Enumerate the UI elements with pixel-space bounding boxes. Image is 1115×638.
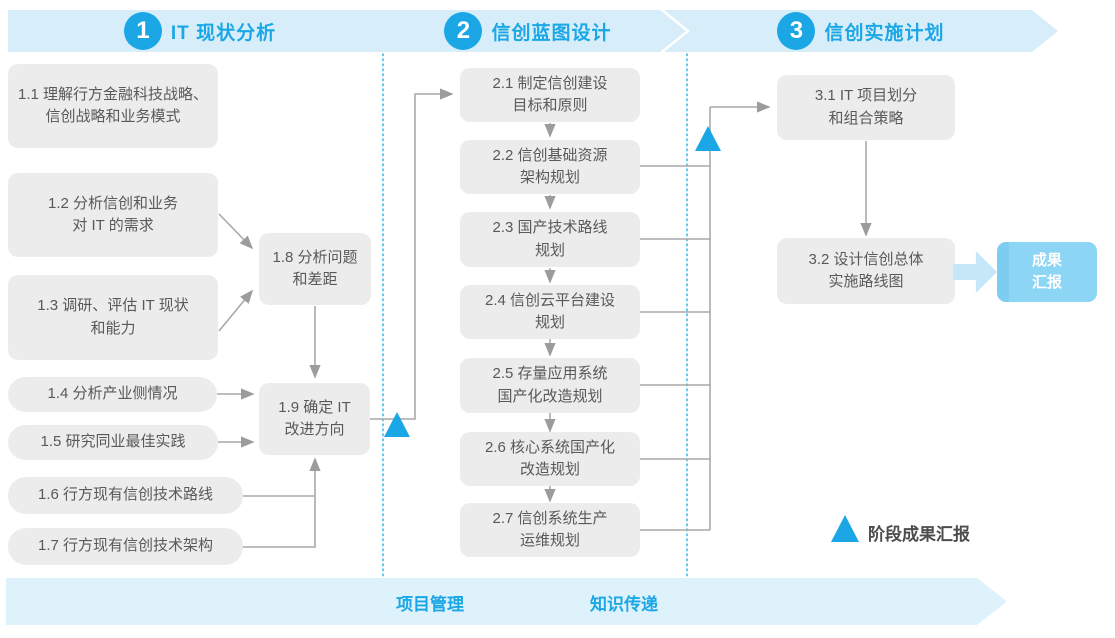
task-box-2-5: 2.5 存量应用系统 国产化改造规划 [460,358,640,413]
task-box-2-2: 2.2 信创基础资源 架构规划 [460,140,640,194]
arrow-1-7-to-1-9 [243,457,321,548]
task-box-2-1: 2.1 制定信创建设 目标和原则 [460,68,640,122]
arrow-1-2-to-1-8 [218,213,254,250]
phase-banner-3: 3 信创实施计划 [664,10,1058,52]
phase-banner-1: 1 IT 现状分析 [8,10,412,52]
task-box-1-4: 1.4 分析产业侧情况 [8,377,217,412]
task-box-1-2: 1.2 分析信创和业务 对 IT 的需求 [8,173,218,257]
task-box-1-9: 1.9 确定 IT 改进方向 [259,383,370,455]
outcome-arrow-icon [953,251,997,293]
phase-number-badge-1: 1 [124,12,162,50]
task-box-1-8: 1.8 分析问题 和差距 [259,233,371,305]
arrow-1-9-to-2-1 [370,88,454,420]
task-box-1-6: 1.6 行方现有信创技术路线 [8,477,243,514]
footer-label-project-management: 项目管理 [396,595,464,614]
phase-title-1: IT 现状分析 [170,22,277,44]
phase-number-badge-3: 3 [777,12,815,50]
task-box-3-2: 3.2 设计信创总体 实施路线图 [777,238,955,304]
milestone-triangle-phase1 [384,412,410,437]
task-box-2-4: 2.4 信创云平台建设 规划 [460,285,640,339]
footer-banner [6,578,1007,625]
task-box-3-1: 3.1 IT 项目划分 和组合策略 [777,75,955,140]
outcome-box: 成果 汇报 [997,242,1097,302]
task-box-2-6: 2.6 核心系统国产化 改造规划 [460,432,640,486]
arrow-1-3-to-1-8 [218,289,254,332]
task-box-2-3: 2.3 国产技术路线 规划 [460,212,640,267]
task-box-1-7: 1.7 行方现有信创技术架构 [8,528,243,565]
footer-label-knowledge-transfer: 知识传递 [590,595,658,614]
task-box-1-3: 1.3 调研、评估 IT 现状 和能力 [8,275,218,360]
task-box-1-1: 1.1 理解行方金融科技战略、 信创战略和业务模式 [8,64,218,148]
legend-milestone-triangle-icon [831,515,859,542]
phase-number-badge-2: 2 [444,12,482,50]
legend-label: 阶段成果汇报 [868,525,970,544]
task-box-1-5: 1.5 研究同业最佳实践 [8,425,218,460]
milestone-triangle-phase2 [695,126,721,151]
phase-banner-2: 2 信创蓝图设计 [370,10,686,52]
task-box-2-7: 2.7 信创系统生产 运维规划 [460,503,640,557]
phase-title-2: 信创蓝图设计 [491,22,612,44]
phase-title-3: 信创实施计划 [824,22,945,44]
